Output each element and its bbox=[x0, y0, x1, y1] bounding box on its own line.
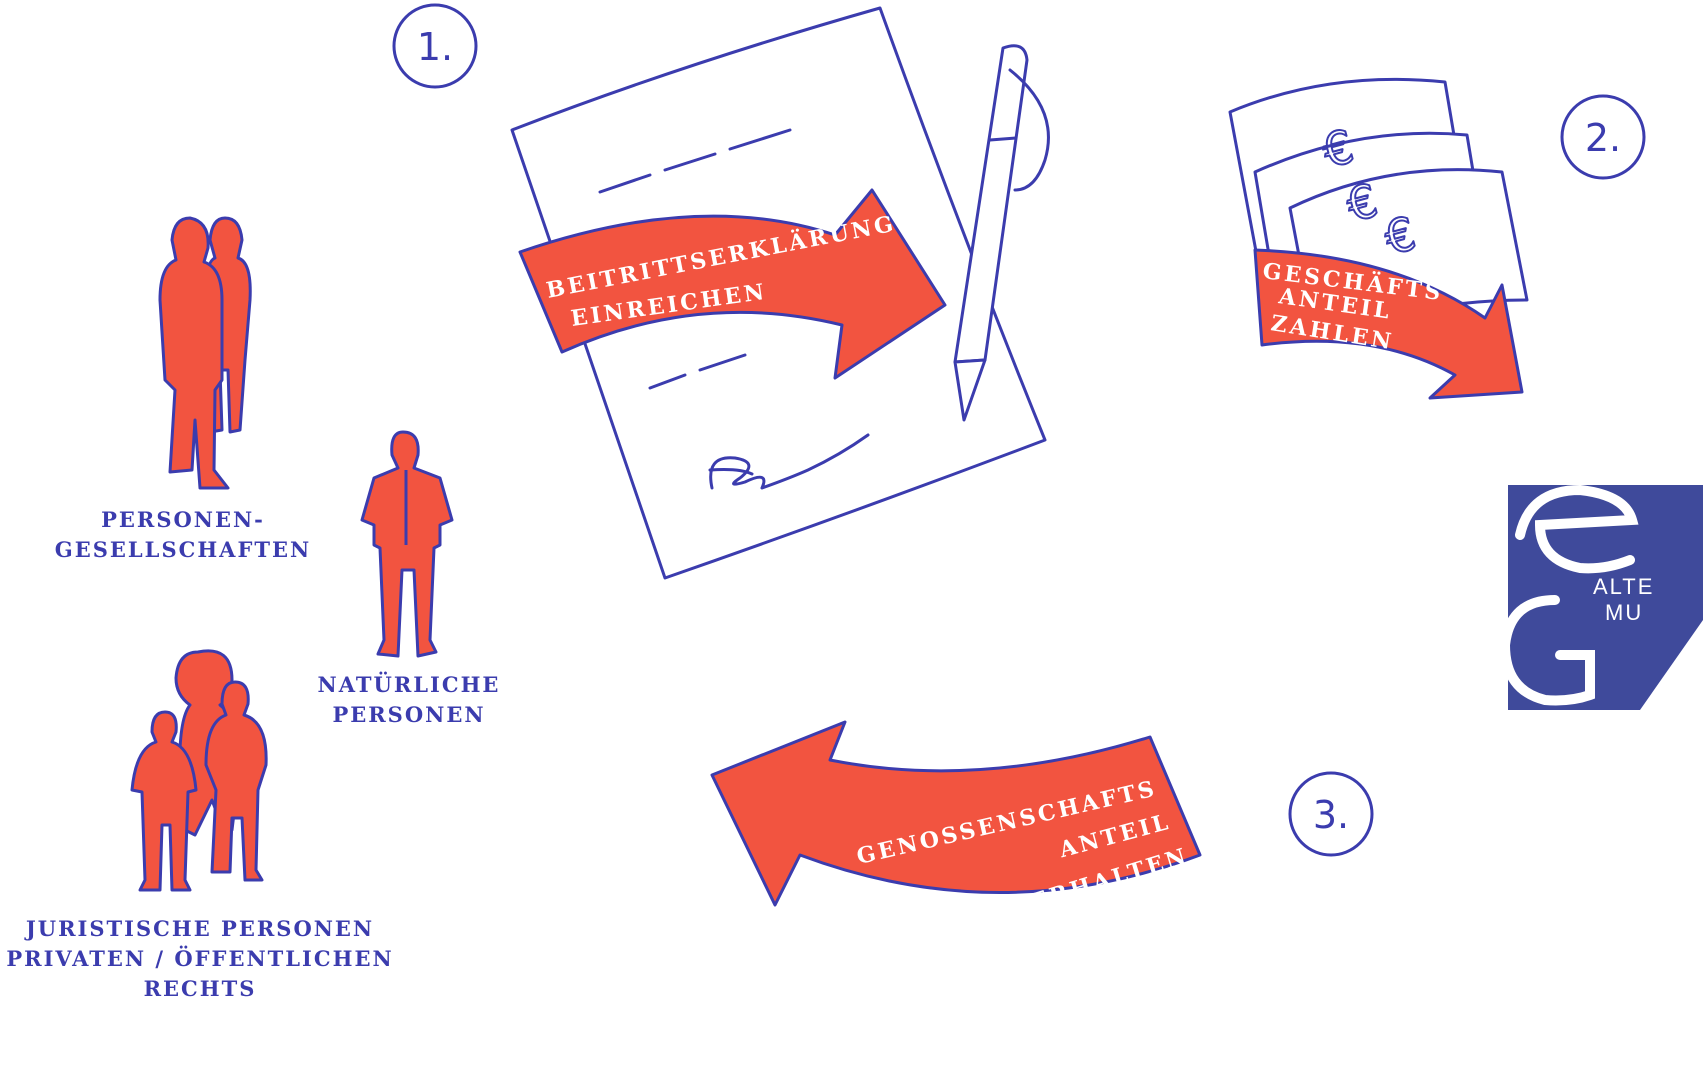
step-3-badge: 3. bbox=[1288, 771, 1374, 857]
natural-persons-label-line1: NATÜRLICHE bbox=[318, 672, 501, 697]
step-2-badge: 2. bbox=[1560, 94, 1646, 180]
partnerships-figure bbox=[158, 216, 252, 490]
natural-person-figure bbox=[360, 430, 454, 658]
legal-persons-figure bbox=[130, 649, 268, 892]
step-3-number: 3. bbox=[1313, 793, 1349, 837]
natural-persons-label: NATÜRLICHE PERSONEN bbox=[318, 672, 501, 727]
legal-persons-label-line2: PRIVATEN / ÖFFENTLICHEN bbox=[6, 946, 393, 971]
legal-persons-label-line3: RECHTS bbox=[144, 976, 257, 1001]
legal-persons-label: JURISTISCHE PERSONEN PRIVATEN / ÖFFENTLI… bbox=[6, 916, 393, 1001]
partnerships-label-line1: PERSONEN- bbox=[101, 507, 265, 532]
partnerships-label: PERSONEN- GESELLSCHAFTEN bbox=[55, 507, 311, 562]
partnerships-label-line2: GESELLSCHAFTEN bbox=[55, 537, 311, 562]
cooperative-logo: ALTE MU bbox=[1499, 484, 1703, 710]
natural-persons-label-line2: PERSONEN bbox=[332, 702, 485, 727]
legal-persons-label-line1: JURISTISCHE PERSONEN bbox=[24, 916, 374, 941]
receive-share-arrow: GENOSSENSCHAFTS ANTEIL ERHALTEN bbox=[710, 720, 1202, 916]
logo-line1: ALTE bbox=[1593, 574, 1654, 599]
step-2-number: 2. bbox=[1585, 116, 1621, 160]
step-1-badge: 1. bbox=[392, 3, 478, 89]
step-1-number: 1. bbox=[417, 25, 453, 69]
logo-line2: MU bbox=[1605, 600, 1643, 625]
pen-icon bbox=[953, 44, 1050, 422]
